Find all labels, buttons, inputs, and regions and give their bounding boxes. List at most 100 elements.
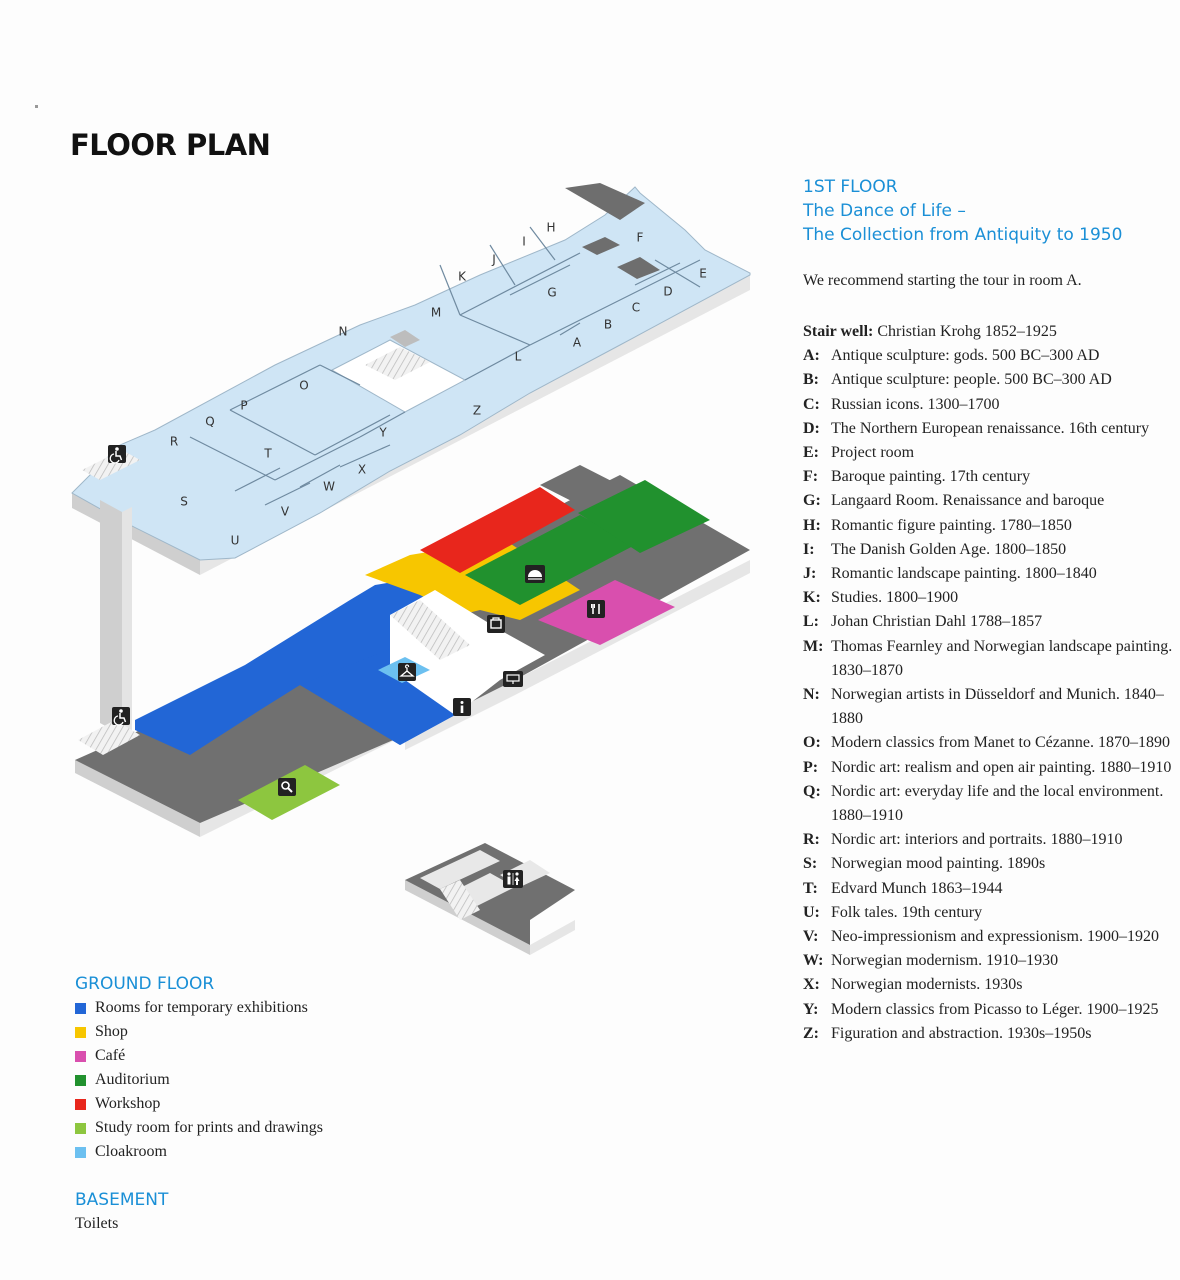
connecting-column xyxy=(122,507,132,735)
room-code: W: xyxy=(803,952,824,970)
room-code: G: xyxy=(803,492,821,510)
room-code: T: xyxy=(803,879,818,897)
first-floor-subtitle: The Dance of Life – xyxy=(803,201,966,221)
magnifier-icon xyxy=(278,778,296,796)
room-label-x: X xyxy=(358,463,366,477)
room-code: C: xyxy=(803,395,820,413)
room-entry: D:The Northern European renaissance. 16t… xyxy=(803,417,1173,441)
room-code: J: xyxy=(803,565,817,583)
room-entry: I:The Danish Golden Age. 1800–1850 xyxy=(803,538,1173,562)
room-description: Modern classics from Picasso to Léger. 1… xyxy=(831,1000,1159,1018)
room-entry: X: Norwegian modernists. 1930s xyxy=(803,973,1173,997)
room-description: Project room xyxy=(831,444,915,462)
room-label-z: Z xyxy=(473,404,481,418)
wall-block xyxy=(582,237,620,255)
first-floor-heading: 1ST FLOOR The Dance of Life – The Collec… xyxy=(803,175,1122,247)
wheelchair-icon xyxy=(108,445,126,464)
legend-item: Auditorium xyxy=(75,1068,323,1092)
room-entry: Y: Modern classics from Picasso to Léger.… xyxy=(803,998,1173,1022)
ground-floor-legend: GROUND FLOOR Rooms for temporary exhibit… xyxy=(75,974,323,1164)
room-description: Russian icons. 1300–1700 xyxy=(831,395,1000,413)
first-floor-subtitle: The Collection from Antiquity to 1950 xyxy=(803,225,1123,245)
room-code: F: xyxy=(803,468,819,486)
first-floor-title: 1ST FLOOR xyxy=(803,177,898,197)
legend-item: Study room for prints and drawings xyxy=(75,1116,323,1140)
legend-swatch xyxy=(75,1050,86,1062)
room-label-b: B xyxy=(604,318,612,332)
ground-stairwell xyxy=(78,720,140,755)
toilets-icon xyxy=(503,870,523,888)
atrium-stairs xyxy=(365,347,430,380)
first-floor-map xyxy=(71,183,751,575)
room-description: Norwegian mood painting. 1890s xyxy=(831,855,1046,873)
room-list: Stair well: Christian Krohg 1852–1925 A:… xyxy=(803,320,1173,1046)
wall-block xyxy=(617,257,660,279)
room-description: Antique sculpture: people. 500 BC–300 AD xyxy=(831,371,1112,389)
room-entry: H:Romantic figure painting. 1780–1850 xyxy=(803,514,1173,538)
ground-floor-wall xyxy=(75,760,200,837)
legend-label: Café xyxy=(95,1047,126,1064)
room-entry: P: Nordic art: realism and open air paint… xyxy=(803,756,1173,780)
room-label-f: F xyxy=(637,231,644,245)
basement-legend: BASEMENT Toilets xyxy=(75,1190,168,1236)
room-description: Romantic landscape painting. 1800–1840 xyxy=(831,565,1097,583)
room-label-m: M xyxy=(431,306,441,320)
room-description: The Northern European renaissance. 16th … xyxy=(831,419,1150,437)
room-label-t: T xyxy=(263,447,272,461)
room-code: A: xyxy=(803,347,820,365)
room-description: Neo-impressionism and expressionism. 190… xyxy=(831,928,1159,946)
room-description: Norwegian modernists. 1930s xyxy=(831,976,1023,994)
room-entry: G: Langaard Room. Renaissance and baroque xyxy=(803,489,1173,513)
cafe-area xyxy=(538,580,675,645)
room-entry: V:Neo-impressionism and expressionism. 1… xyxy=(803,925,1173,949)
room-description: Nordic art: everyday life and the local … xyxy=(831,782,1164,825)
cafe-icon xyxy=(587,600,605,618)
legend-item: Shop xyxy=(75,1020,323,1044)
room-entry: Q:Nordic art: everyday life and the loca… xyxy=(803,780,1173,828)
room-entry: M:Thomas Fearnley and Norwegian landscap… xyxy=(803,635,1173,683)
legend-swatch xyxy=(75,1026,86,1038)
room-description: Nordic art: realism and open air paintin… xyxy=(831,758,1172,776)
room-label-c: C xyxy=(632,301,640,315)
room-entry: K:Studies. 1800–1900 xyxy=(803,586,1173,610)
room-label-q: Q xyxy=(205,415,214,429)
auditorium-icon xyxy=(525,565,545,583)
page-title: FLOOR PLAN xyxy=(70,128,271,162)
legend-item: Café xyxy=(75,1044,323,1068)
basement-heading: BASEMENT xyxy=(75,1190,169,1210)
room-entry: F:Baroque painting. 17th century xyxy=(803,465,1173,489)
room-entry: U:Folk tales. 19th century xyxy=(803,901,1173,925)
interior-walls xyxy=(189,226,701,506)
room-label-j: J xyxy=(491,253,496,267)
room-label-p: P xyxy=(240,399,247,413)
scan-speck xyxy=(35,105,38,108)
room-code: X: xyxy=(803,976,820,994)
legend-swatch xyxy=(75,1122,86,1134)
room-label-a: A xyxy=(573,336,582,350)
room-label-h: H xyxy=(546,221,555,235)
legend-item: Workshop xyxy=(75,1092,323,1116)
room-code: N: xyxy=(803,686,820,704)
room-description: Thomas Fearnley and Norwegian landscape … xyxy=(831,637,1173,679)
room-description: Langaard Room. Renaissance and baroque xyxy=(831,492,1105,510)
atrium-wall xyxy=(390,330,420,347)
ground-floor-map xyxy=(75,465,750,837)
room-entry: O:Modern classics from Manet to Cézanne.… xyxy=(803,731,1173,755)
room-description: The Danish Golden Age. 1800–1850 xyxy=(831,540,1067,558)
basement-map xyxy=(405,843,575,955)
tour-intro: We recommend starting the tour in room A… xyxy=(803,272,1082,289)
legend-swatch xyxy=(75,1074,86,1086)
room-entry: A:Antique sculpture: gods. 500 BC–300 AD xyxy=(803,344,1173,368)
room-code: P: xyxy=(803,758,819,776)
room-code: L: xyxy=(803,613,819,631)
room-description: Figuration and abstraction. 1930s–1950s xyxy=(831,1024,1092,1042)
room-code: Y: xyxy=(803,1000,819,1018)
room-code: E: xyxy=(803,444,819,462)
legend-swatch xyxy=(75,1002,86,1014)
room-label-l: L xyxy=(515,350,522,364)
room-code: B: xyxy=(803,371,819,389)
room-label-i: I xyxy=(522,235,526,249)
room-entry: W:Norwegian modernism. 1910–1930 xyxy=(803,949,1173,973)
